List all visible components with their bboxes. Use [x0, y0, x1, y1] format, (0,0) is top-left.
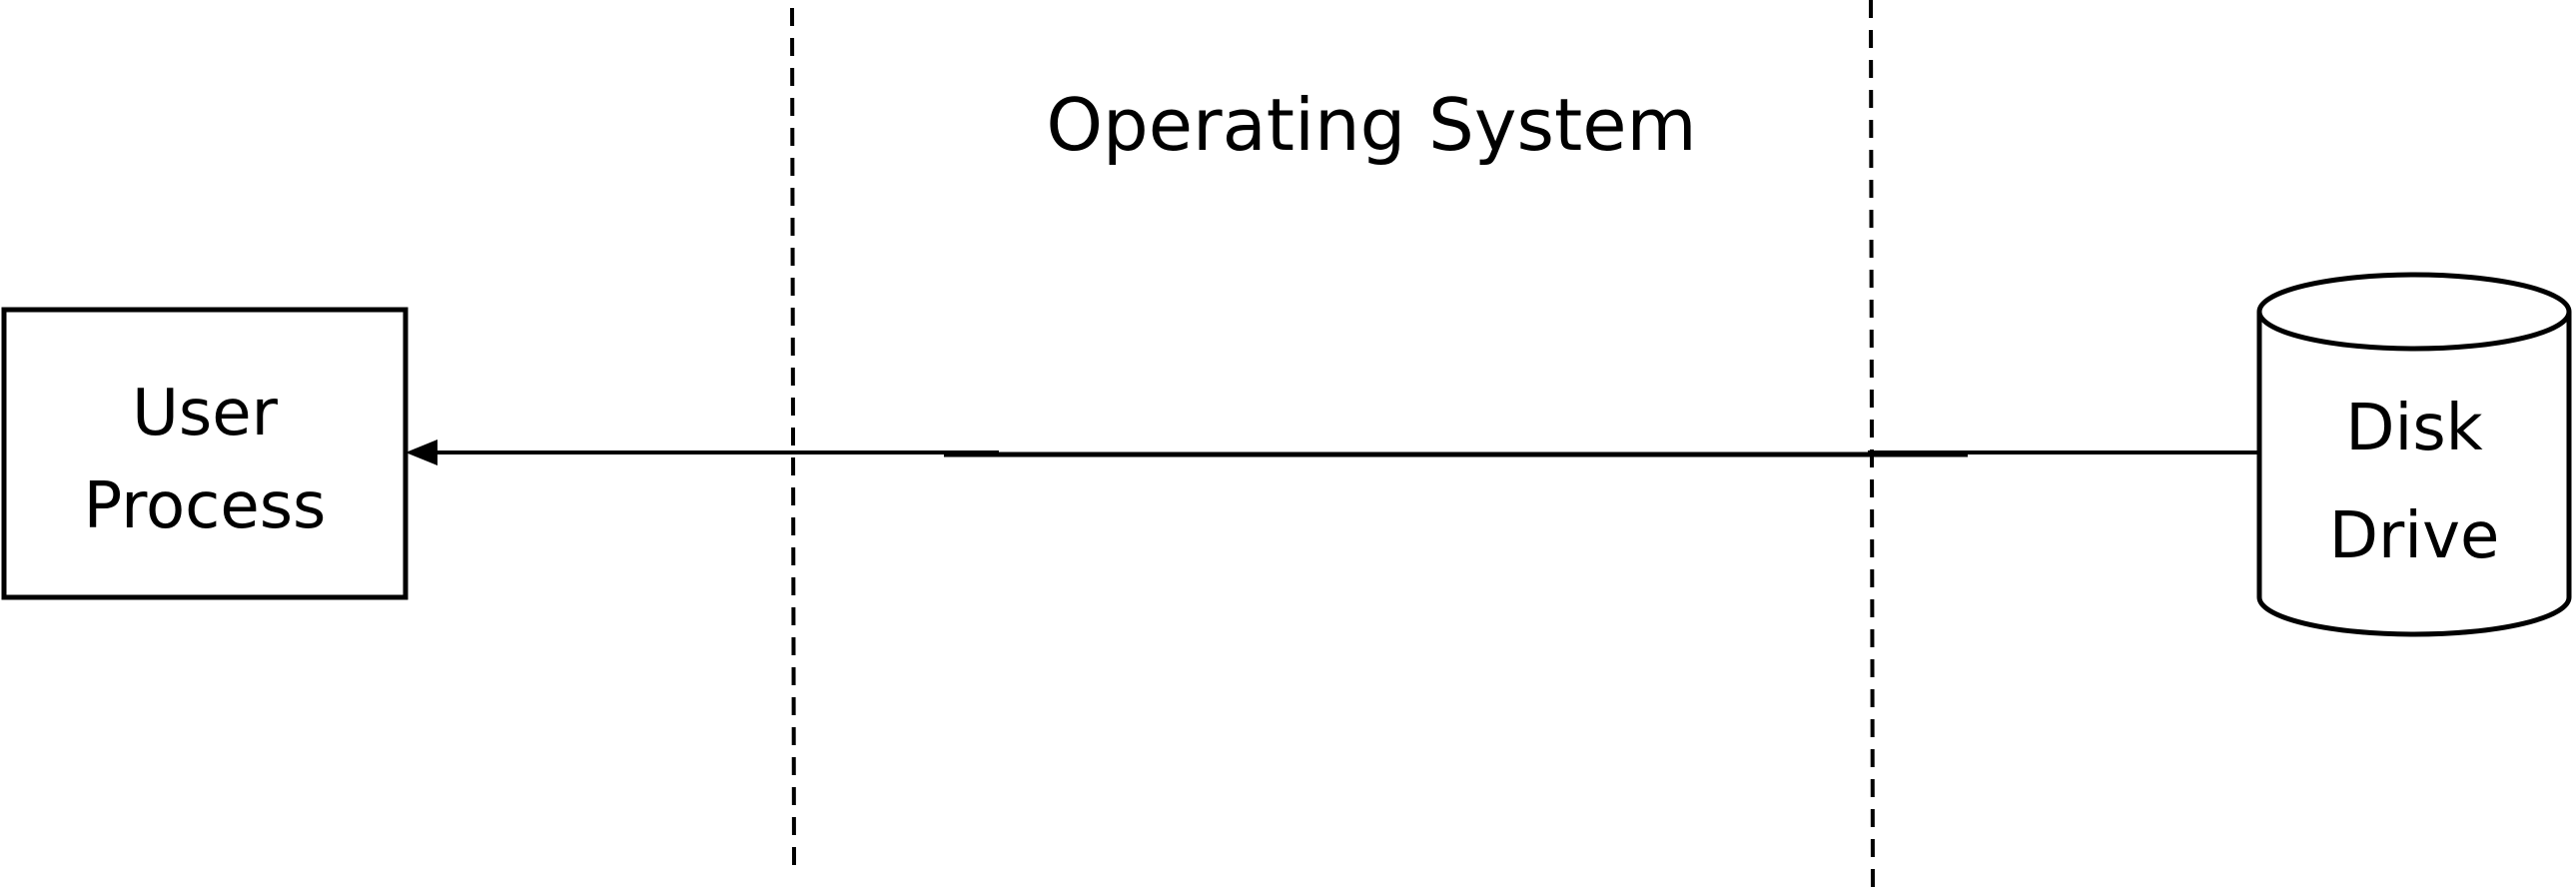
cylinder-disk-icon [2256, 312, 2572, 637]
arrowhead-left-icon [406, 440, 437, 465]
user-process-rect [1, 307, 409, 600]
disk-drive-cylinder: Disk Drive [2256, 272, 2572, 637]
user-process-label-line1: User [132, 377, 279, 450]
data-flow-arrow [406, 440, 2259, 465]
disk-drive-label-line2: Drive [2329, 499, 2500, 573]
os-boundary-left [790, 7, 796, 870]
os-title: Operating System [1046, 83, 1696, 167]
user-process-label-line2: Process [84, 469, 327, 543]
os-boundary-right [1869, 0, 1875, 895]
disk-drive-top [2256, 272, 2572, 352]
user-process-box: User Process [1, 307, 409, 600]
disk-drive-label-line1: Disk [2345, 392, 2482, 465]
